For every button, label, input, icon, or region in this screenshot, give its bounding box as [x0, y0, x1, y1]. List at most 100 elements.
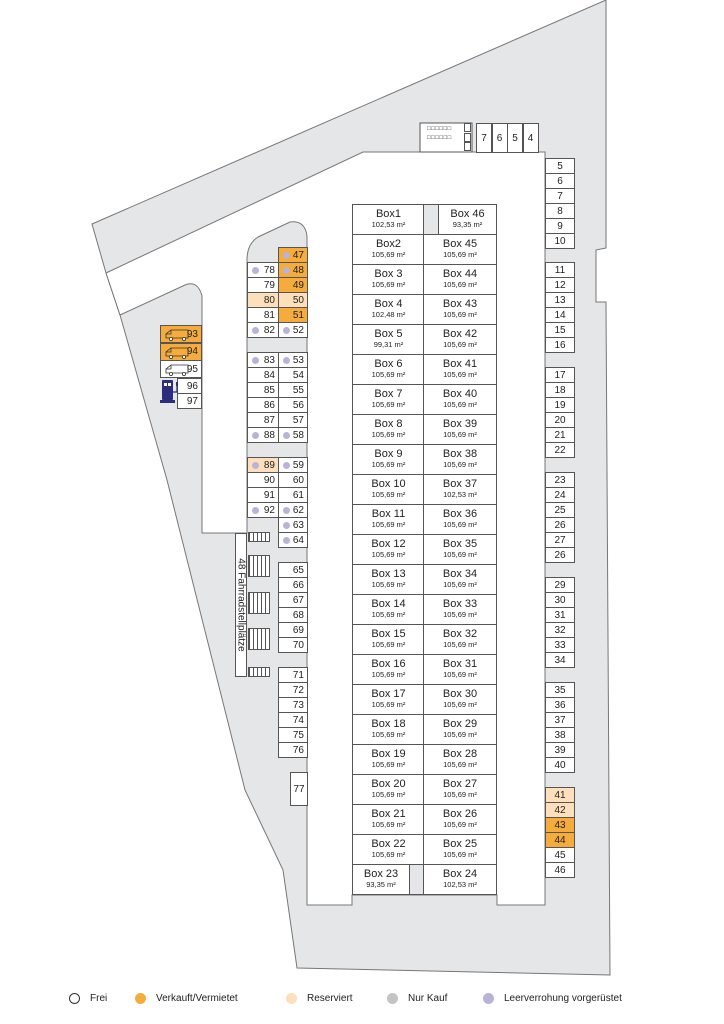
parking-spot[interactable]: 20	[545, 412, 575, 428]
parking-spot[interactable]: 30	[545, 592, 575, 608]
parking-spot[interactable]: 89	[247, 457, 279, 473]
parking-spot[interactable]: 66	[278, 577, 308, 593]
parking-spot[interactable]: 13	[545, 292, 575, 308]
parking-spot[interactable]: 69	[278, 622, 308, 638]
parking-spot[interactable]: 25	[545, 502, 575, 518]
parking-spot[interactable]: 29	[545, 577, 575, 593]
parking-spot[interactable]: 6	[545, 173, 575, 189]
parking-spot[interactable]: 15	[545, 322, 575, 338]
parking-spot[interactable]: 59	[278, 457, 308, 473]
parking-spot[interactable]: 55	[278, 382, 308, 398]
parking-spot[interactable]: 24	[545, 487, 575, 503]
parking-spot[interactable]: 68	[278, 607, 308, 623]
parking-spot[interactable]: 42	[545, 802, 575, 818]
ev-charging-spot[interactable]: 97	[177, 393, 202, 409]
parking-spot[interactable]: 75	[278, 727, 308, 743]
parking-spot[interactable]: 12	[545, 277, 575, 293]
parking-spot[interactable]: 9	[545, 218, 575, 234]
parking-spot[interactable]: 40	[545, 757, 575, 773]
parking-spot[interactable]: 74	[278, 712, 308, 728]
parking-spot[interactable]: 87	[247, 412, 279, 428]
parking-spot[interactable]: 5	[545, 158, 575, 174]
parking-spot[interactable]: 27	[545, 532, 575, 548]
parking-spot[interactable]: 4	[522, 123, 539, 153]
parking-spot[interactable]: 80	[247, 292, 279, 308]
parking-spot[interactable]: 35	[545, 682, 575, 698]
parking-spot[interactable]: 31	[545, 607, 575, 623]
parking-spot[interactable]: 48	[278, 262, 308, 278]
parking-spot[interactable]: 10	[545, 233, 575, 249]
parking-spot[interactable]: 90	[247, 472, 279, 488]
parking-spot[interactable]: 92	[247, 502, 279, 518]
parking-spot[interactable]: 44	[545, 832, 575, 848]
parking-spot[interactable]: 41	[545, 787, 575, 803]
parking-spot[interactable]: 64	[278, 532, 308, 548]
parking-spot[interactable]: 86	[247, 397, 279, 413]
parking-spot[interactable]: 7	[476, 123, 492, 153]
van-parking-spot[interactable]: 95	[160, 360, 202, 378]
parking-spot[interactable]: 18	[545, 382, 575, 398]
parking-spot[interactable]: 70	[278, 637, 308, 653]
parking-spot[interactable]: 62	[278, 502, 308, 518]
parking-spot[interactable]: 56	[278, 397, 308, 413]
parking-spot[interactable]: 17	[545, 367, 575, 383]
parking-spot[interactable]: 14	[545, 307, 575, 323]
parking-spot[interactable]: 58	[278, 427, 308, 443]
parking-spot[interactable]: 54	[278, 367, 308, 383]
parking-spot[interactable]: 49	[278, 277, 308, 293]
parking-spot[interactable]: 57	[278, 412, 308, 428]
parking-spot[interactable]: 67	[278, 592, 308, 608]
parking-spot[interactable]: 33	[545, 637, 575, 653]
parking-spot[interactable]: 45	[545, 847, 575, 863]
parking-spot[interactable]: 84	[247, 367, 279, 383]
parking-spot[interactable]: 82	[247, 322, 279, 338]
parking-spot[interactable]: 88	[247, 427, 279, 443]
parking-spot[interactable]: 34	[545, 652, 575, 668]
parking-spot[interactable]: 91	[247, 487, 279, 503]
parking-spot[interactable]: 32	[545, 622, 575, 638]
parking-spot[interactable]: 83	[247, 352, 279, 368]
parking-spot[interactable]: 65	[278, 562, 308, 578]
parking-spot[interactable]: 85	[247, 382, 279, 398]
parking-spot[interactable]: 39	[545, 742, 575, 758]
parking-spot[interactable]: 73	[278, 697, 308, 713]
parking-spot[interactable]: 71	[278, 667, 308, 683]
parking-spot[interactable]: 8	[545, 203, 575, 219]
parking-spot[interactable]: 21	[545, 427, 575, 443]
parking-spot[interactable]: 43	[545, 817, 575, 833]
parking-spot[interactable]: 47	[278, 247, 308, 263]
parking-spot[interactable]: 81	[247, 307, 279, 323]
